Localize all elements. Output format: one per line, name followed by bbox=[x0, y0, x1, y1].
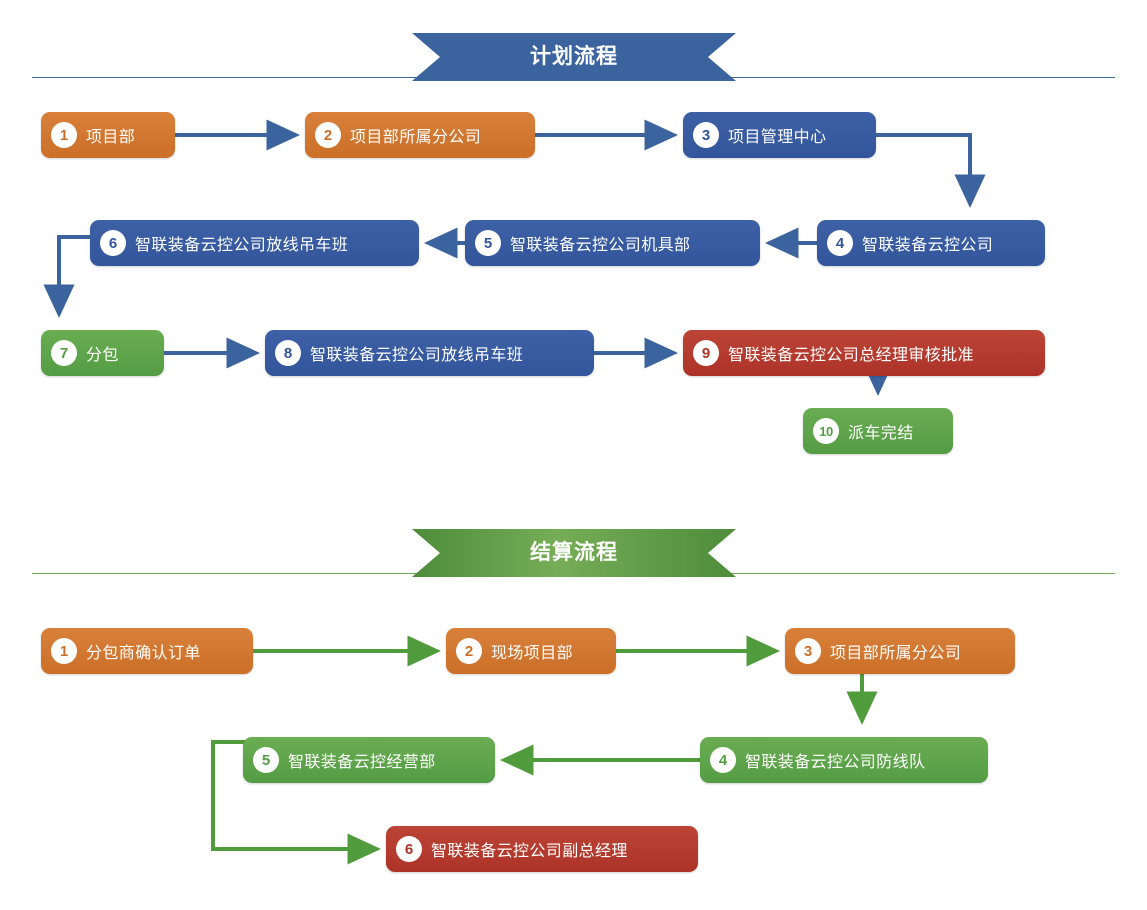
plan-node-10-label: 派车完结 bbox=[848, 425, 914, 442]
plan-node-7-label: 分包 bbox=[86, 347, 119, 364]
plan-banner-ribbon bbox=[412, 33, 736, 81]
plan-node-3[interactable]: 3 项目管理中心 bbox=[683, 112, 876, 158]
plan-banner-rule-right bbox=[730, 77, 1115, 78]
plan-node-9-badge: 9 bbox=[693, 340, 719, 366]
settle-node-3[interactable]: 3 项目部所属分公司 bbox=[785, 628, 1015, 674]
plan-node-5-badge: 5 bbox=[475, 230, 501, 256]
plan-node-2-badge: 2 bbox=[315, 122, 341, 148]
settle-banner: 结算流程 bbox=[412, 529, 736, 577]
plan-node-9-label: 智联装备云控公司总经理审核批准 bbox=[728, 347, 975, 364]
plan-banner-rule-left bbox=[32, 77, 418, 78]
plan-node-9[interactable]: 9 智联装备云控公司总经理审核批准 bbox=[683, 330, 1045, 376]
settle-banner-rule-left bbox=[32, 573, 418, 574]
plan-node-4-label: 智联装备云控公司 bbox=[862, 237, 994, 254]
settle-node-4-badge: 4 bbox=[710, 747, 736, 773]
plan-node-5[interactable]: 5 智联装备云控公司机具部 bbox=[465, 220, 760, 266]
settle-banner-rule-right bbox=[730, 573, 1115, 574]
settle-node-1-badge: 1 bbox=[51, 638, 77, 664]
plan-node-2[interactable]: 2 项目部所属分公司 bbox=[305, 112, 535, 158]
plan-node-7[interactable]: 7 分包 bbox=[41, 330, 164, 376]
settle-node-2[interactable]: 2 现场项目部 bbox=[446, 628, 616, 674]
plan-node-8-label: 智联装备云控公司放线吊车班 bbox=[310, 347, 524, 364]
settle-banner-ribbon bbox=[412, 529, 736, 577]
settle-node-1[interactable]: 1 分包商确认订单 bbox=[41, 628, 253, 674]
plan-node-6-badge: 6 bbox=[100, 230, 126, 256]
plan-node-2-label: 项目部所属分公司 bbox=[350, 129, 482, 146]
settle-node-6[interactable]: 6 智联装备云控公司副总经理 bbox=[386, 826, 698, 872]
plan-node-1[interactable]: 1 项目部 bbox=[41, 112, 175, 158]
plan-node-1-label: 项目部 bbox=[86, 129, 136, 146]
plan-node-6-label: 智联装备云控公司放线吊车班 bbox=[135, 237, 349, 254]
plan-node-7-badge: 7 bbox=[51, 340, 77, 366]
settle-node-6-label: 智联装备云控公司副总经理 bbox=[431, 843, 628, 860]
settle-node-6-badge: 6 bbox=[396, 836, 422, 862]
plan-node-1-badge: 1 bbox=[51, 122, 77, 148]
edge-plan-3-4 bbox=[876, 133, 986, 208]
settle-node-4[interactable]: 4 智联装备云控公司防线队 bbox=[700, 737, 988, 783]
plan-node-4-badge: 4 bbox=[827, 230, 853, 256]
plan-node-10-badge: 10 bbox=[813, 418, 839, 444]
plan-node-10[interactable]: 10 派车完结 bbox=[803, 408, 953, 454]
settle-node-5[interactable]: 5 智联装备云控经营部 bbox=[243, 737, 495, 783]
plan-node-6[interactable]: 6 智联装备云控公司放线吊车班 bbox=[90, 220, 419, 266]
settle-banner-title: 结算流程 bbox=[530, 541, 618, 564]
settle-node-3-label: 项目部所属分公司 bbox=[830, 645, 962, 662]
plan-node-3-label: 项目管理中心 bbox=[728, 129, 827, 146]
settle-node-2-badge: 2 bbox=[456, 638, 482, 664]
plan-node-8[interactable]: 8 智联装备云控公司放线吊车班 bbox=[265, 330, 594, 376]
settle-node-1-label: 分包商确认订单 bbox=[86, 645, 201, 662]
settle-node-3-badge: 3 bbox=[795, 638, 821, 664]
plan-node-8-badge: 8 bbox=[275, 340, 301, 366]
plan-node-4[interactable]: 4 智联装备云控公司 bbox=[817, 220, 1045, 266]
plan-banner: 计划流程 bbox=[412, 33, 736, 81]
plan-node-3-badge: 3 bbox=[693, 122, 719, 148]
plan-node-5-label: 智联装备云控公司机具部 bbox=[510, 237, 691, 254]
settle-node-2-label: 现场项目部 bbox=[491, 645, 574, 662]
settle-node-5-badge: 5 bbox=[253, 747, 279, 773]
edge-plan-6-7 bbox=[43, 235, 90, 318]
plan-banner-title: 计划流程 bbox=[530, 45, 618, 68]
settle-node-4-label: 智联装备云控公司防线队 bbox=[745, 754, 926, 771]
settle-node-5-label: 智联装备云控经营部 bbox=[288, 754, 436, 771]
